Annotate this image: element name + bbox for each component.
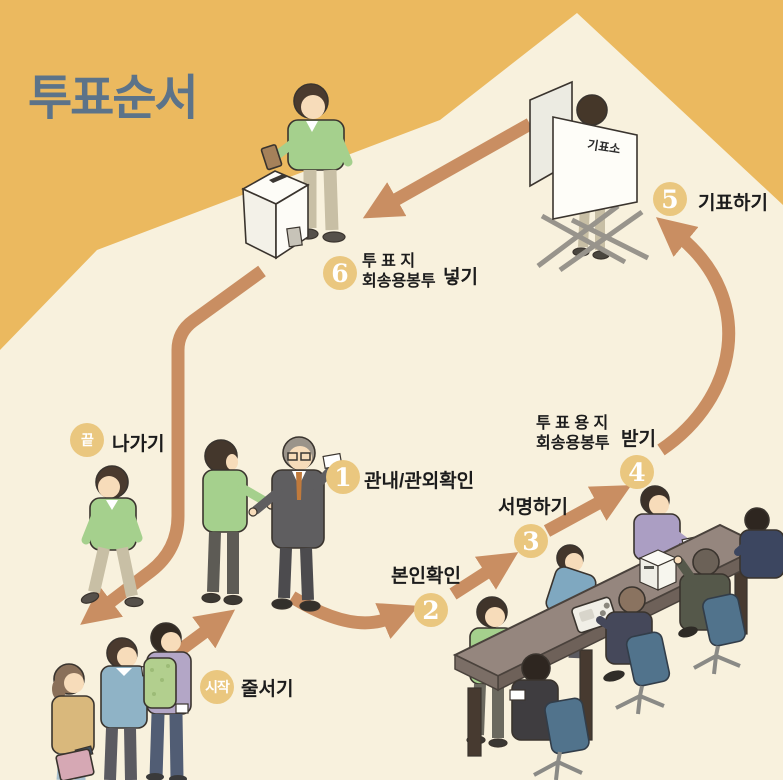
arrow-4-to-5 [655,217,736,456]
check-in-scene [201,436,343,612]
arrow-5-to-6 [362,118,534,219]
ballot-printer [638,549,678,591]
step-6-label: 투 표 지 회송용봉투 [362,252,436,292]
step-5-label: 기표하기 [698,193,768,214]
official-right-edge [734,507,783,579]
step-end-badge: 끝 [70,423,104,457]
booth-front-panel [552,116,638,220]
arrow-2-to-3 [449,552,519,600]
step-6-label-line1: 투 표 지 [362,253,416,270]
step-4-label: 투 표 용 지 회송용봉투 [536,414,610,454]
step-4-badge: 4 [620,455,654,489]
step-4-label-line2: 회송용봉투 [536,435,610,452]
official-handing-ballot [673,548,746,675]
step-2-badge: 2 [414,593,448,627]
step-3-badge: 3 [514,524,548,558]
queue-scene [51,622,192,780]
step-3-label: 서명하기 [498,497,568,518]
queue-man-front [143,622,192,780]
election-official [248,436,343,612]
arrow-3-to-4 [543,485,632,537]
step-1-badge: 1 [326,460,360,494]
step-end-label: 나가기 [112,434,165,455]
desk-scene [452,485,783,780]
step-6-label-line2: 회송용봉투 [362,273,436,290]
official-middle [596,586,671,715]
step-5-badge: 5 [653,182,687,216]
booth-legs [536,204,650,273]
step-4-label-line1: 투 표 용 지 [536,415,609,432]
ballot-box [241,170,310,260]
official-device [509,653,590,780]
step-start-badge: 시작 [200,670,234,704]
queue-man-middle [100,637,157,780]
step-6-suffix: 넣기 [443,267,478,288]
step-6-badge: 6 [323,256,357,290]
exit-walker [80,465,144,608]
backpack [143,657,177,709]
arrow-6-to-exit [80,265,266,625]
step-1-label: 관내/관외확인 [364,471,475,492]
queue-woman [51,663,95,780]
step-start-label: 줄서기 [241,679,294,700]
page-title: 투표순서 [28,72,199,125]
flow-arrows [80,118,736,671]
voting-booth-scene [529,80,650,273]
step-2-label: 본인확인 [391,566,461,587]
ballot-box-scene [241,83,353,260]
step-4-suffix: 받기 [621,429,656,450]
